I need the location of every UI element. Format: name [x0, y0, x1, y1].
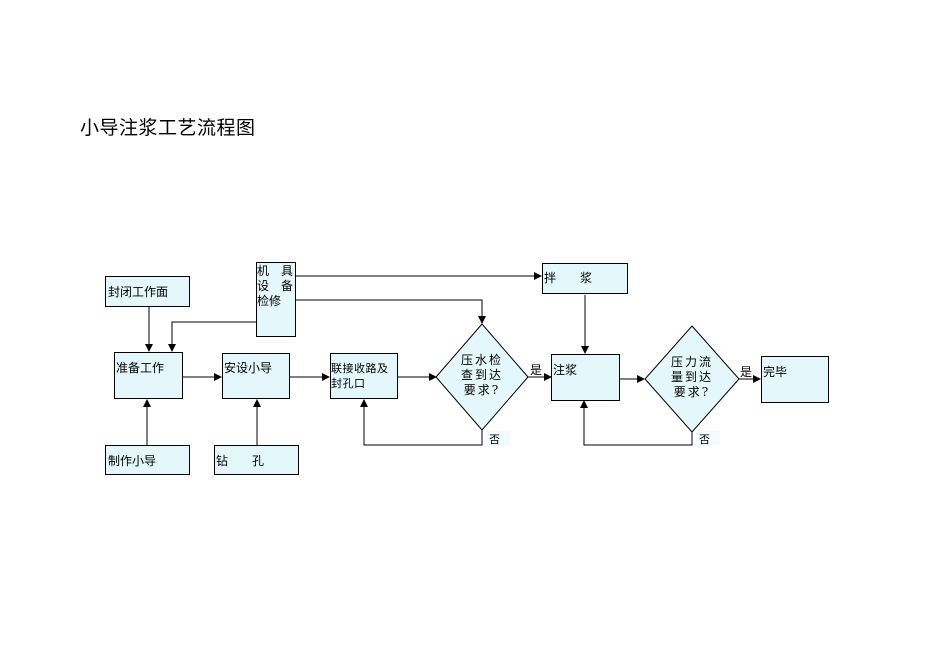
box-equipment-repair-line3: 检修	[257, 294, 282, 308]
edge-label-yes-2: 是	[740, 365, 753, 379]
decision-water-check-label: 压水检 查到达 要求?	[460, 353, 503, 397]
box-finished: 完毕	[761, 356, 829, 403]
edge-label-no-2: 否	[699, 433, 710, 446]
box-seal-workface: 封闭工作面	[105, 276, 190, 307]
no-label-bg-1	[486, 431, 510, 445]
page-title: 小导注浆工艺流程图	[80, 117, 256, 139]
box-mix-grout-label: 拌 浆	[544, 271, 593, 285]
decision-pressure-check	[644, 325, 740, 433]
box-finished-label: 完毕	[763, 365, 788, 379]
box-prepare-work: 准备工作	[114, 352, 183, 399]
arrow-equipment-to-watercheck	[296, 299, 486, 324]
arrow-pressurecheck-no-loop	[580, 400, 693, 446]
box-drill-hole: 钻 孔	[214, 445, 299, 475]
box-make-pipe-label: 制作小导	[108, 454, 157, 468]
box-install-pipe-label: 安设小导	[224, 361, 273, 375]
box-seal-workface-label: 封闭工作面	[108, 285, 169, 299]
box-connect-seal-line1: 联接收路及	[331, 362, 389, 375]
arrow-equipment-to-prepare	[168, 321, 256, 352]
box-equipment-repair-line1: 机 具	[257, 264, 294, 278]
box-connect-seal-line2: 封孔口	[331, 377, 366, 390]
arrow-watercheck-no-loop	[360, 399, 483, 446]
edge-label-yes-1: 是	[530, 363, 543, 377]
box-grouting: 注浆	[551, 354, 620, 401]
box-make-pipe: 制作小导	[105, 445, 190, 475]
box-equipment-repair-line2: 设 备	[257, 279, 294, 293]
no-label-bg-2	[696, 431, 720, 445]
box-grouting-label: 注浆	[553, 363, 578, 377]
box-connect-seal: 联接收路及 封孔口	[330, 353, 398, 399]
box-drill-hole-label: 钻 孔	[216, 454, 265, 468]
decision-water-check	[435, 323, 529, 431]
decision-pressure-check-label: 压力流 量到达 要求?	[670, 355, 713, 399]
box-equipment-repair: 机 具 设 备 检修	[256, 262, 296, 337]
box-install-pipe: 安设小导	[222, 353, 290, 399]
edge-label-no-1: 否	[489, 433, 500, 446]
box-mix-grout: 拌 浆	[542, 263, 628, 294]
box-prepare-work-label: 准备工作	[116, 361, 165, 375]
